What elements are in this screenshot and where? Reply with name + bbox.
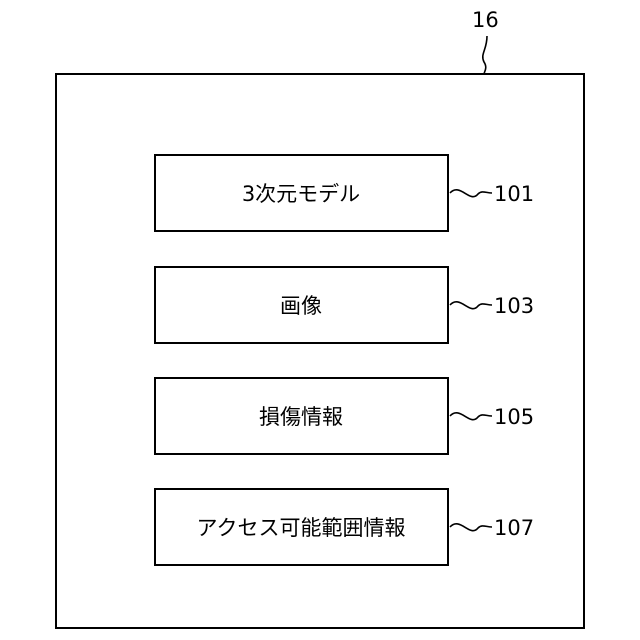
item-reference-numeral-105: 105 [494, 405, 534, 429]
outer-frame [56, 74, 584, 628]
item-leader-line [450, 413, 492, 420]
item-label-image: 画像 [280, 294, 322, 318]
item-label-accessible-range-info: アクセス可能範囲情報 [197, 516, 406, 540]
item-box-damage-info: 損傷情報 105 [155, 378, 534, 454]
item-box-3d-model: 3次元モデル 101 [155, 155, 534, 231]
item-label-damage-info: 損傷情報 [259, 405, 343, 429]
item-leader-line [450, 524, 492, 531]
item-box-image: 画像 103 [155, 267, 534, 343]
item-leader-line [450, 302, 492, 309]
item-box-accessible-range-info: アクセス可能範囲情報 107 [155, 489, 534, 565]
item-reference-numeral-103: 103 [494, 294, 534, 318]
item-reference-numeral-107: 107 [494, 516, 534, 540]
item-reference-numeral-101: 101 [494, 182, 534, 206]
item-leader-line [450, 190, 492, 197]
outer-frame-reference-numeral: 16 [472, 8, 499, 32]
outer-frame-leader-line [483, 36, 487, 74]
item-label-3d-model: 3次元モデル [242, 182, 360, 206]
